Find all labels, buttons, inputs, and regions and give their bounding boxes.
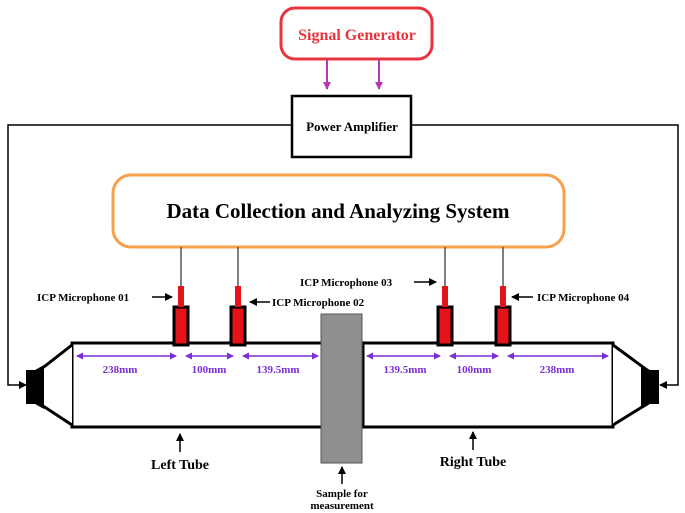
dim-left-100: 100mm [192, 364, 227, 376]
signal-generator-box: Signal Generator [279, 6, 434, 61]
daq-label: Data Collection and Analyzing System [166, 199, 510, 223]
right-tube-label: Right Tube [440, 455, 507, 470]
sample-block [320, 313, 363, 464]
microphone-01-label: ICP Microphone 01 [37, 292, 129, 304]
microphone-03-label: ICP Microphone 03 [300, 277, 393, 289]
dim-right-139: 139.5mm [383, 364, 426, 376]
power-amplifier-box: Power Amplifier [290, 94, 413, 159]
sample-label-line1: Sample for [316, 488, 368, 500]
daq-box: Data Collection and Analyzing System [111, 173, 566, 249]
microphone-01-icon [172, 286, 190, 347]
left-speaker-icon [26, 365, 44, 409]
microphone-04-label: ICP Microphone 04 [537, 292, 630, 304]
microphone-04-icon [494, 286, 512, 347]
dim-left-238: 238mm [103, 364, 138, 376]
right-speaker-icon [641, 365, 659, 409]
microphone-03-icon [436, 286, 454, 347]
microphone-02-label: ICP Microphone 02 [272, 297, 365, 309]
sample-label-line2: measurement [310, 500, 374, 512]
microphone-cables [180, 247, 504, 286]
microphone-02-icon [229, 286, 247, 347]
generator-to-amplifier-wires [323, 59, 383, 90]
signal-generator-label: Signal Generator [298, 27, 416, 44]
power-amplifier-label: Power Amplifier [306, 119, 398, 134]
dim-right-100: 100mm [457, 364, 492, 376]
amplifier-to-speaker-wires [7, 124, 679, 389]
left-tube-label: Left Tube [151, 458, 209, 473]
dim-left-139: 139.5mm [256, 364, 299, 376]
dim-right-238: 238mm [540, 364, 575, 376]
